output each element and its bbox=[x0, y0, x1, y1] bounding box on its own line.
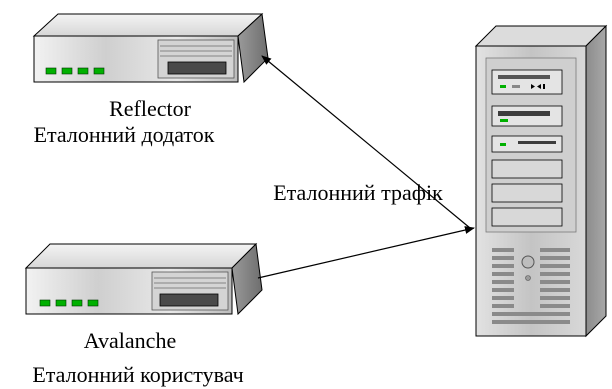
reflector-role-label: Еталонний додаток bbox=[33, 122, 215, 147]
server-device bbox=[474, 24, 608, 338]
optical-drive bbox=[491, 69, 563, 95]
arrow-avalanche-to-server bbox=[257, 226, 475, 279]
avalanche-device bbox=[24, 242, 263, 316]
drive-bay bbox=[491, 183, 563, 203]
status-leds bbox=[39, 299, 99, 307]
status-leds bbox=[45, 67, 105, 75]
reflector-name-label: Reflector bbox=[109, 96, 191, 121]
reflector-device bbox=[32, 12, 269, 84]
drive-bay bbox=[491, 105, 563, 127]
network-appliance-icon bbox=[32, 12, 269, 84]
avalanche-name-label: Avalanche bbox=[83, 328, 177, 353]
drive-bay bbox=[491, 159, 563, 179]
avalanche-role-label: Еталонний користувач bbox=[32, 362, 244, 387]
connections bbox=[257, 55, 475, 279]
network-appliance-icon bbox=[24, 242, 263, 316]
power-button bbox=[521, 255, 535, 269]
drive-bay bbox=[491, 207, 563, 227]
tower-server-icon bbox=[474, 24, 608, 338]
floppy-drive bbox=[491, 135, 563, 153]
power-led bbox=[525, 275, 531, 281]
traffic-label: Еталонний трафік bbox=[273, 180, 443, 205]
front-vents bbox=[492, 248, 570, 324]
arrow-server-to-reflector bbox=[261, 55, 471, 229]
